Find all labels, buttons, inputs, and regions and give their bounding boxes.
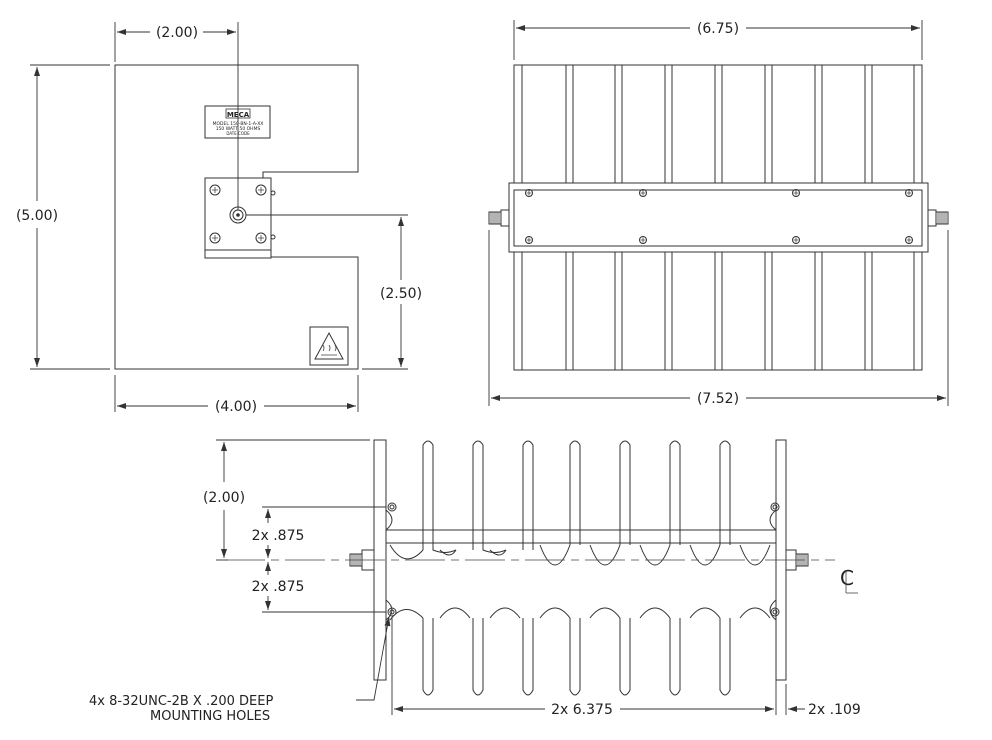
screw-icon: [792, 189, 800, 197]
dim-label-edge-offset: 2x .109: [808, 702, 861, 718]
screw-icon: [639, 189, 647, 197]
dim-hole-lower: 2x .875: [252, 562, 386, 613]
mounting-hole-icon: [770, 607, 780, 617]
connector-left-icon: [488, 209, 510, 227]
screw-icon: [905, 189, 913, 197]
dim-connector-offset: (2.00): [114, 22, 239, 210]
dim-fin-height: (2.00): [203, 439, 370, 561]
dim-front-width: (4.00): [114, 375, 359, 415]
side-view-lower-fins: [385, 599, 777, 696]
hot-surface-icon: [309, 326, 349, 366]
dim-edge-offset: 2x .109: [785, 684, 861, 718]
dim-label-hole-upper: 2x .875: [252, 528, 305, 544]
mounting-holes-note: 4x 8-32UNC-2B X .200 DEEP MOUNTING HOLES: [89, 616, 391, 724]
dim-label-hole-spacing: 2x 6.375: [551, 702, 613, 718]
top-view-cover-plate: [508, 182, 929, 253]
side-view: C (2.00) 2x .875 2x .875: [89, 439, 861, 724]
svg-text:C: C: [840, 566, 854, 590]
dim-label-connector-height: (2.50): [380, 286, 422, 302]
flange-screw-icon: [255, 232, 267, 244]
flange-screw-icon: [209, 232, 221, 244]
screw-icon: [639, 236, 647, 244]
dim-body-length: (6.75): [513, 20, 923, 60]
dim-overall-length: (7.52): [488, 230, 949, 407]
centerline: C: [225, 559, 858, 594]
dim-hole-spacing: 2x 6.375: [391, 618, 777, 718]
mounting-hole-icon: [770, 502, 780, 512]
centerline-symbol: C: [840, 566, 858, 594]
side-view-upper-fins: [385, 440, 777, 566]
top-view: (6.75) (7.52): [488, 20, 949, 407]
dim-label-body-length: (6.75): [697, 21, 739, 37]
dim-hole-upper: 2x .875: [252, 506, 386, 558]
connector-flange: [204, 177, 276, 259]
front-view: MECA MODEL 150-BN-1-A-XX 150 WATT 50 OHM…: [16, 22, 422, 415]
screw-icon: [525, 236, 533, 244]
dim-label-overall-length: (7.52): [697, 391, 739, 407]
holes-note-line2: MOUNTING HOLES: [150, 709, 270, 724]
screw-icon: [792, 236, 800, 244]
screw-icon: [525, 189, 533, 197]
dim-label-fin-height: (2.00): [203, 490, 245, 506]
side-view-mounting-holes: [387, 502, 780, 617]
screw-icon: [905, 236, 913, 244]
dim-front-height: (5.00): [16, 64, 110, 370]
flange-screw-icon: [209, 184, 221, 196]
dim-label-front-width: (4.00): [215, 399, 257, 415]
mounting-hole-icon: [387, 502, 397, 512]
cover-screws: [525, 189, 913, 244]
mounting-hole-icon: [387, 607, 397, 617]
holes-note-line1: 4x 8-32UNC-2B X .200 DEEP: [89, 694, 273, 709]
dim-connector-height: (2.50): [246, 214, 422, 370]
flange-screw-icon: [255, 184, 267, 196]
dim-label-hole-lower: 2x .875: [252, 579, 305, 595]
connector-right-icon: [927, 209, 949, 227]
dim-label-front-height: (5.00): [16, 208, 58, 224]
dim-label-connector-offset: (2.00): [156, 25, 198, 41]
